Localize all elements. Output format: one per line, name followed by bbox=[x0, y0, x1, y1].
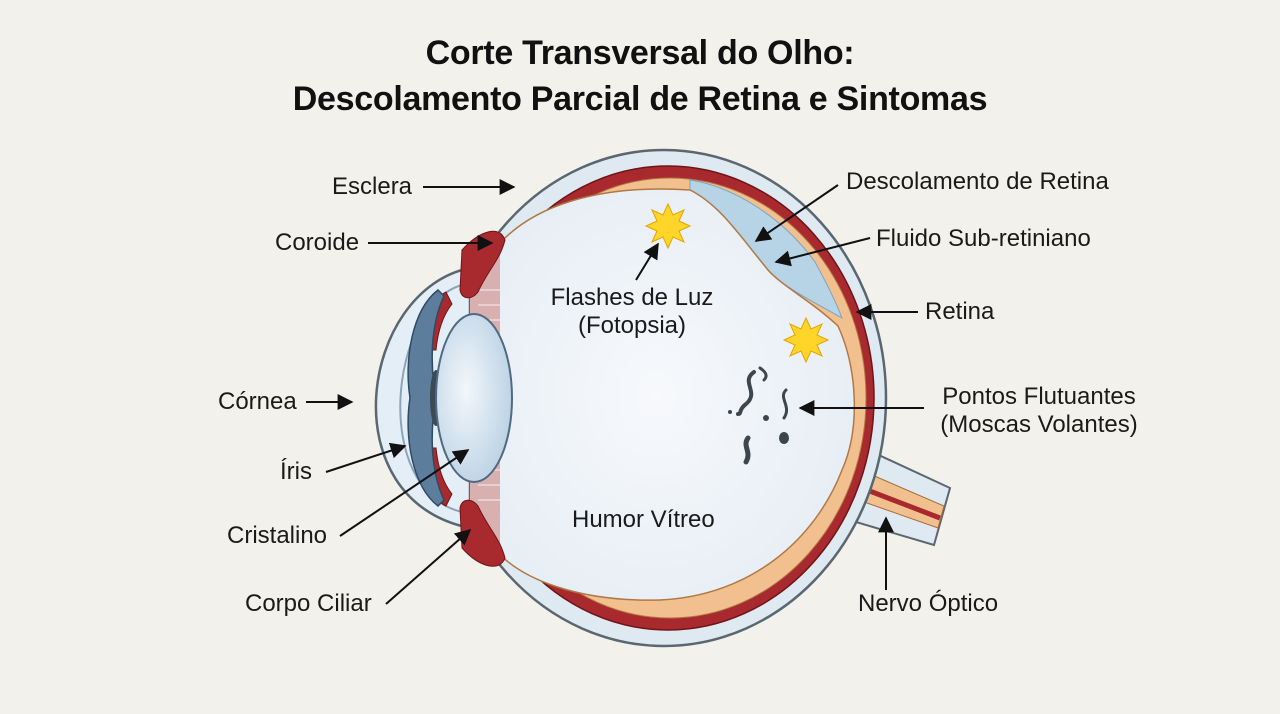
lens bbox=[435, 313, 513, 483]
label-iris: Íris bbox=[280, 458, 312, 485]
title-line-1: Corte Transversal do Olho: bbox=[425, 34, 855, 72]
leader-arrows bbox=[306, 179, 924, 605]
ciliary-body-lower bbox=[459, 499, 506, 567]
label-esclera: Esclera bbox=[332, 173, 413, 200]
label-cornea: Córnea bbox=[218, 388, 297, 415]
label-fluido: Fluido Sub-retiniano bbox=[876, 225, 1091, 252]
label-humor-vitreo: Humor Vítreo bbox=[572, 506, 715, 533]
label-pontos-flutuantes: Pontos Flutuantes (Moscas Volantes) bbox=[930, 383, 1148, 439]
label-flashes: Flashes de Luz (Fotopsia) bbox=[540, 284, 724, 340]
label-corpo-ciliar: Corpo Ciliar bbox=[245, 590, 372, 617]
label-coroide: Coroide bbox=[275, 229, 360, 256]
label-descolamento: Descolamento de Retina bbox=[846, 168, 1109, 195]
floater-icon bbox=[728, 366, 789, 465]
title-line-2: Descolamento Parcial de Retina e Sintoma… bbox=[292, 80, 988, 118]
iris bbox=[407, 289, 445, 507]
label-retina: Retina bbox=[925, 298, 995, 325]
vitreous-body bbox=[493, 188, 856, 601]
flash-star-icon bbox=[782, 316, 830, 364]
label-pontos-line1: Pontos Flutuantes bbox=[942, 383, 1136, 410]
label-pontos-line2: (Moscas Volantes) bbox=[940, 411, 1138, 438]
label-nervo-optico: Nervo Óptico bbox=[858, 590, 999, 617]
label-flashes-line1: Flashes de Luz bbox=[550, 284, 714, 311]
label-flashes-line2: (Fotopsia) bbox=[577, 312, 687, 339]
label-cristalino: Cristalino bbox=[227, 522, 328, 549]
flash-star-icon bbox=[644, 202, 692, 250]
ciliary-body-upper bbox=[459, 230, 506, 299]
